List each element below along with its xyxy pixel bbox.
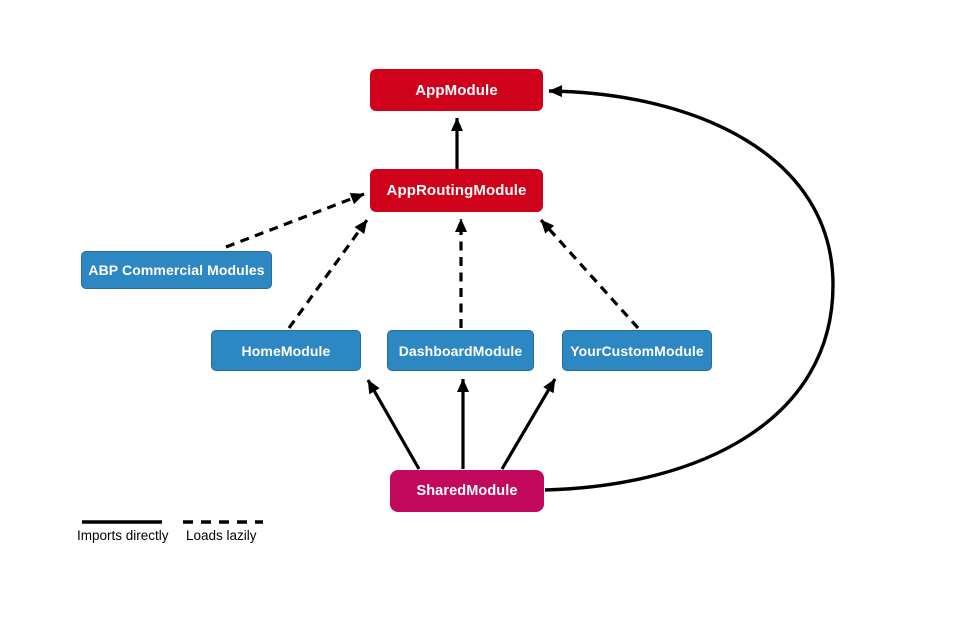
node-shared-module: SharedModule xyxy=(390,470,544,512)
node-dashboard-module: DashboardModule xyxy=(387,330,534,371)
arrow-shared-to-yourcustom xyxy=(500,378,557,470)
node-abp-commercial-modules: ABP Commercial Modules xyxy=(81,251,272,289)
node-home-module: HomeModule xyxy=(211,330,361,371)
node-your-custom-module: YourCustomModule xyxy=(562,330,712,371)
node-app-routing-module: AppRoutingModule xyxy=(370,169,543,212)
arrow-shared-to-home xyxy=(366,379,421,470)
arrow-home-to-approuting xyxy=(287,219,369,329)
arrow-shared-to-appmodule-curve xyxy=(544,85,835,492)
legend-loads-lazily-label: Loads lazily xyxy=(186,528,257,543)
node-app-module: AppModule xyxy=(370,69,543,111)
arrow-yourcustom-to-approuting xyxy=(539,218,640,330)
legend-imports-directly-label: Imports directly xyxy=(77,528,169,543)
arrow-abp-to-approuting xyxy=(225,192,365,249)
